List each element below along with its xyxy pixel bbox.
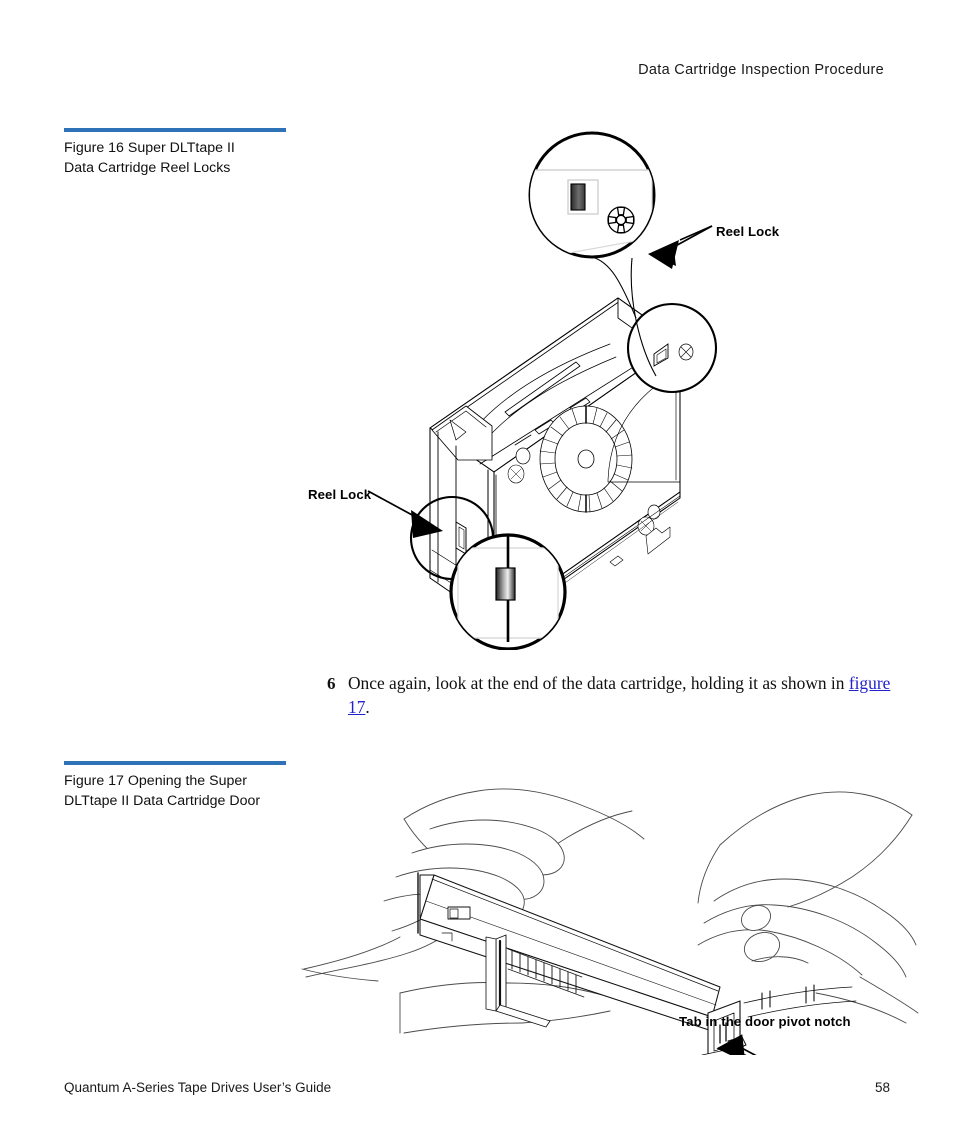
figure-17-caption: Figure 17 Opening the Super DLTtape II D…: [64, 761, 294, 811]
figure-17-cross-reference-link[interactable]: figure 17: [348, 673, 891, 717]
step-text-before-link: Once again, look at the end of the data …: [348, 673, 849, 693]
figure-17-callout-tab-in-door-pivot-notch: Tab in the door pivot notch: [679, 1014, 851, 1029]
figure-16-illustration: [280, 130, 920, 692]
running-header: Data Cartridge Inspection Procedure: [638, 62, 884, 78]
figure-17-caption-rule: [64, 761, 286, 765]
procedure-step-6: 6 Once again, look at the end of the dat…: [327, 672, 897, 719]
footer-page-number: 58: [874, 1080, 890, 1095]
figure-17-caption-line-2: DLTtape II Data Cartridge Door: [64, 792, 261, 809]
step-text: Once again, look at the end of the data …: [348, 672, 897, 719]
figure-16-caption-line-2: Data Cartridge Reel Locks: [64, 159, 231, 176]
figure-16-callout-reel-lock-bottom: Reel Lock: [308, 487, 372, 502]
figure-16-callout-reel-lock-top: Reel Lock: [716, 224, 780, 239]
figure-17-caption-line-1: Figure 17 Opening the Super: [64, 773, 247, 789]
page-footer: Quantum A-Series Tape Drives User’s Guid…: [64, 1080, 890, 1095]
figure-16-caption-rule: [64, 128, 286, 132]
step-number: 6: [327, 674, 336, 693]
figure-16-caption-line-1: Figure 16 Super DLTtape II: [64, 140, 235, 156]
step-text-after-link: .: [365, 696, 370, 717]
figure-17-illustration: [300, 755, 920, 1086]
footer-document-title: Quantum A-Series Tape Drives User’s Guid…: [64, 1080, 332, 1095]
figure-16-caption: Figure 16 Super DLTtape II Data Cartridg…: [64, 128, 294, 178]
